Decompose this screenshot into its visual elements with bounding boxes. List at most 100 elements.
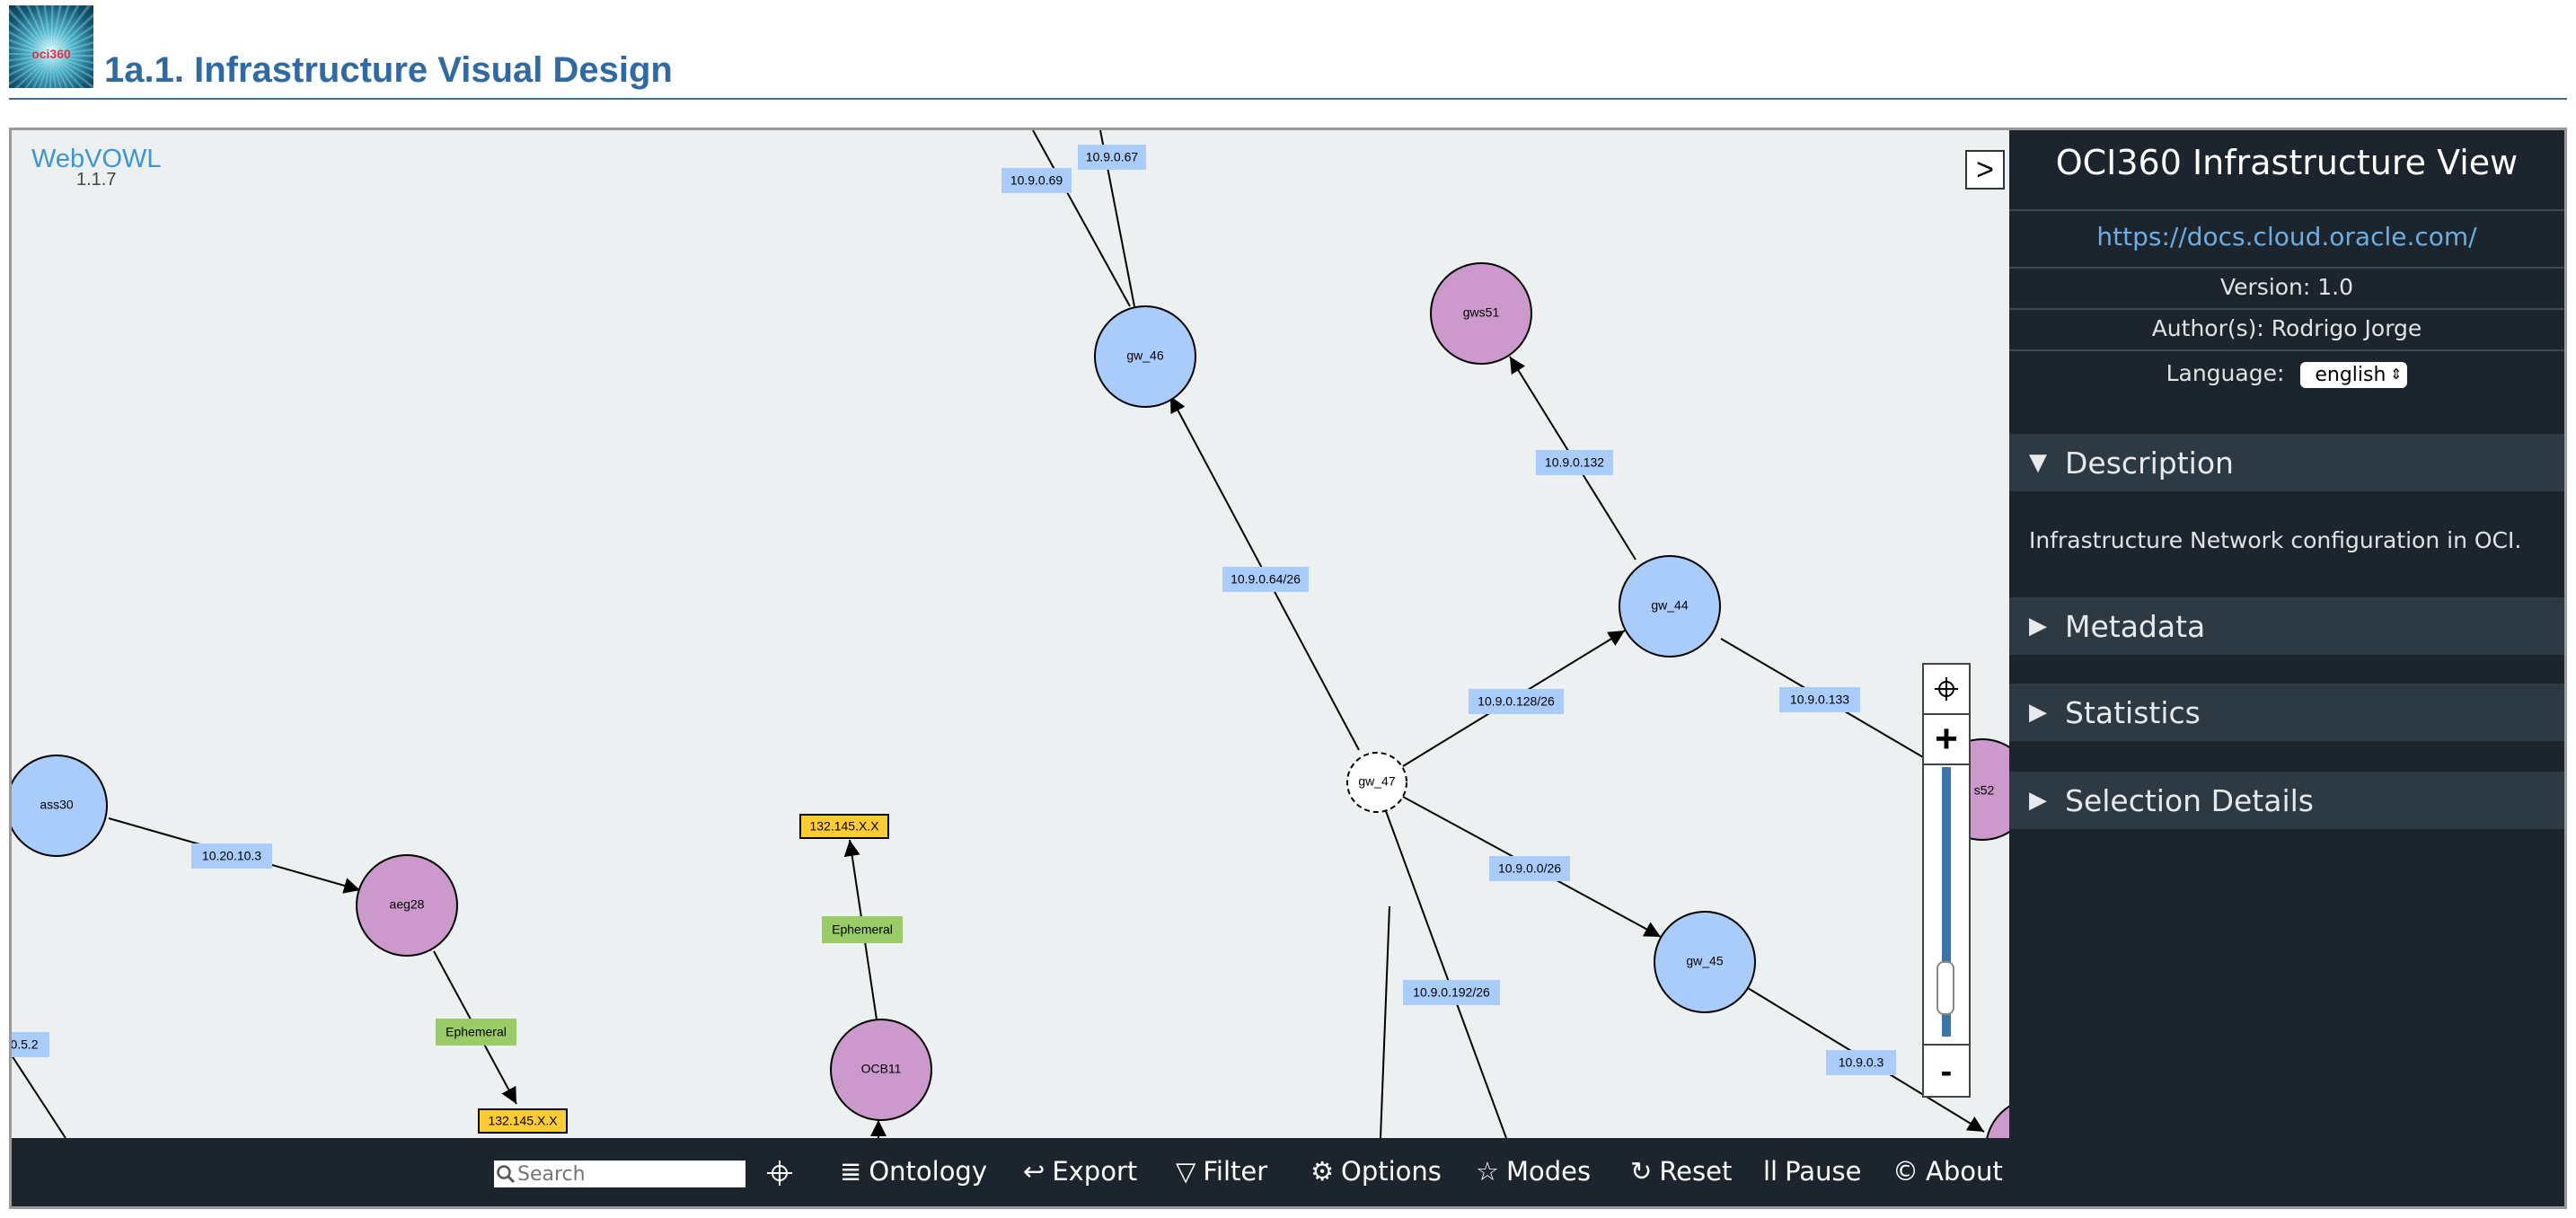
ontology-iri-link[interactable]: https://docs.cloud.oracle.com/ — [2096, 222, 2477, 252]
edge-label-ephemeral[interactable]: Ephemeral — [822, 916, 903, 943]
edge-line — [1380, 905, 1390, 1138]
section-description[interactable]: ▼ Description — [2009, 434, 2564, 491]
edge-label-10-9-0-64-26[interactable]: 10.9.0.64/26 — [1222, 567, 1309, 592]
logo-text: oci360 — [31, 47, 71, 61]
node-gw-46[interactable]: gw_46 — [1094, 305, 1196, 408]
svg-text:132.145.X.X: 132.145.X.X — [488, 1114, 558, 1128]
sidebar-divider — [2009, 267, 2564, 269]
section-metadata-label: Metadata — [2065, 608, 2206, 644]
sidebar: OCI360 Infrastructure View https://docs.… — [2009, 130, 2564, 1206]
zoom-out-button[interactable]: - — [1924, 1044, 1969, 1098]
svg-text:aeg28: aeg28 — [390, 897, 425, 912]
filter-menu-button[interactable]: ▽Filter — [1176, 1156, 1267, 1187]
options-menu-label: Options — [1341, 1156, 1442, 1187]
svg-text:gw_45: gw_45 — [1686, 954, 1723, 968]
description-text: Infrastructure Network configuration in … — [2029, 527, 2522, 553]
language-row: Language: english ⇕ — [2009, 360, 2564, 388]
svg-text:132.145.X.X: 132.145.X.X — [809, 819, 879, 834]
svg-text:10.9.0.0/26: 10.9.0.0/26 — [1498, 861, 1561, 876]
node-partial-bottom-right[interactable] — [1986, 1099, 2009, 1138]
filter-menu-label: Filter — [1203, 1156, 1268, 1187]
edge-line — [1385, 810, 1507, 1138]
language-value: english — [2315, 364, 2386, 386]
node-gw-44[interactable]: gw_44 — [1619, 555, 1721, 658]
section-selection-details-label: Selection Details — [2065, 782, 2314, 818]
section-description-label: Description — [2065, 445, 2234, 481]
collapsed-triangle-icon: ▶ — [2029, 613, 2047, 640]
svg-text:0.5.2: 0.5.2 — [12, 1037, 39, 1052]
about-menu-button[interactable]: ©About — [1892, 1156, 2003, 1187]
language-select[interactable]: english ⇕ — [2300, 362, 2408, 388]
section-selection-details[interactable]: ▶ Selection Details — [2009, 772, 2564, 829]
filter-icon: ▽ — [1176, 1156, 1196, 1187]
node-aeg28[interactable]: aeg28 — [356, 854, 458, 957]
title-divider — [9, 98, 2567, 100]
edge-label-10-9-0-128-26[interactable]: 10.9.0.128/26 — [1469, 689, 1564, 714]
sidebar-toggle-button[interactable]: > — [1965, 150, 2005, 190]
edge-label-10-9-0-0-26[interactable]: 10.9.0.0/26 — [1489, 856, 1570, 881]
zoom-control: + - — [1922, 663, 1971, 1098]
graph-canvas[interactable]: WebVOWL 1.1.7 — [12, 130, 2009, 1138]
export-menu-button[interactable]: ↩Export — [1023, 1156, 1137, 1187]
node-ocb11[interactable]: OCB11 — [830, 1019, 932, 1121]
webvowl-title: WebVOWL — [31, 145, 162, 173]
about-menu-label: About — [1926, 1156, 2003, 1187]
literal-node-132-145[interactable]: 132.145.X.X — [799, 814, 889, 839]
edge-label-partial[interactable]: 0.5.2 — [12, 1032, 49, 1057]
zoom-slider-track[interactable] — [1942, 767, 1951, 1037]
svg-text:10.9.0.3: 10.9.0.3 — [1839, 1055, 1884, 1070]
svg-text:s52: s52 — [1974, 783, 1995, 798]
locate-toolbar-button[interactable] — [766, 1160, 793, 1193]
literal-node-132-145[interactable]: 132.145.X.X — [478, 1108, 568, 1134]
zoom-in-button[interactable]: + — [1924, 715, 1969, 765]
options-menu-button[interactable]: ⚙Options — [1310, 1156, 1442, 1187]
crosshair-icon — [1935, 677, 1958, 701]
modes-menu-button[interactable]: ☆Modes — [1476, 1156, 1591, 1187]
edge-label-10-9-0-69[interactable]: 10.9.0.69 — [1001, 168, 1072, 193]
search-input[interactable] — [517, 1162, 733, 1186]
svg-text:10.9.0.133: 10.9.0.133 — [1790, 693, 1849, 707]
webvowl-version: 1.1.7 — [76, 170, 117, 190]
ontology-authors: Author(s): Rodrigo Jorge — [2151, 315, 2422, 341]
search-icon — [494, 1164, 517, 1184]
oci360-logo: oci360 — [9, 5, 93, 88]
webvowl-frame: WebVOWL 1.1.7 — [9, 128, 2567, 1209]
export-icon: ↩ — [1023, 1156, 1045, 1187]
svg-text:10.9.0.69: 10.9.0.69 — [1010, 173, 1063, 188]
svg-text:gws51: gws51 — [1463, 305, 1500, 320]
edge-label-10-9-0-67[interactable]: 10.9.0.67 — [1078, 145, 1146, 170]
svg-text:OCB11: OCB11 — [861, 1062, 902, 1076]
edge-label-10-9-0-192-26[interactable]: 10.9.0.192/26 — [1403, 980, 1500, 1005]
locate-button[interactable] — [1924, 665, 1969, 715]
page-title: 1a.1. Infrastructure Visual Design — [104, 50, 673, 90]
svg-text:10.20.10.3: 10.20.10.3 — [202, 849, 261, 863]
edge-label-10-20-10-3[interactable]: 10.20.10.3 — [191, 843, 272, 869]
svg-text:ass30: ass30 — [40, 798, 74, 812]
node-gw-47[interactable]: gw_47 — [1346, 752, 1407, 813]
language-label: Language: — [2166, 360, 2285, 386]
svg-text:10.9.0.192/26: 10.9.0.192/26 — [1413, 985, 1490, 1000]
zoom-slider-handle[interactable] — [1936, 961, 1954, 1015]
ontology-menu-button[interactable]: ≣Ontology — [840, 1156, 987, 1187]
edge-label-ephemeral[interactable]: Ephemeral — [436, 1019, 516, 1046]
node-gw-45[interactable]: gw_45 — [1654, 911, 1756, 1013]
svg-text:10.9.0.64/26: 10.9.0.64/26 — [1231, 572, 1301, 587]
reset-button[interactable]: ↻Reset — [1630, 1156, 1732, 1187]
section-metadata[interactable]: ▶ Metadata — [2009, 597, 2564, 655]
bottom-toolbar: ≣Ontology ↩Export ▽Filter ⚙Options ☆Mode… — [12, 1138, 2009, 1206]
svg-text:10.9.0.132: 10.9.0.132 — [1545, 455, 1604, 470]
graph-svg[interactable]: 10.9.0.69 10.9.0.67 10.9.0.64/26 10.9.0.… — [12, 130, 2009, 1138]
svg-text:10.9.0.128/26: 10.9.0.128/26 — [1478, 694, 1555, 709]
section-statistics[interactable]: ▶ Statistics — [2009, 684, 2564, 741]
copyright-icon: © — [1892, 1156, 1919, 1187]
node-gws51[interactable]: gws51 — [1430, 262, 1532, 365]
search-box[interactable] — [494, 1161, 745, 1187]
svg-text:10.9.0.67: 10.9.0.67 — [1086, 150, 1139, 164]
edge-label-10-9-0-132[interactable]: 10.9.0.132 — [1536, 450, 1613, 475]
svg-text:gw_46: gw_46 — [1126, 349, 1163, 363]
edge-label-10-9-0-133[interactable]: 10.9.0.133 — [1779, 687, 1860, 712]
node-ass30[interactable]: ass30 — [12, 755, 108, 857]
edge-label-10-9-0-3[interactable]: 10.9.0.3 — [1826, 1050, 1896, 1075]
reset-label: Reset — [1659, 1156, 1733, 1187]
